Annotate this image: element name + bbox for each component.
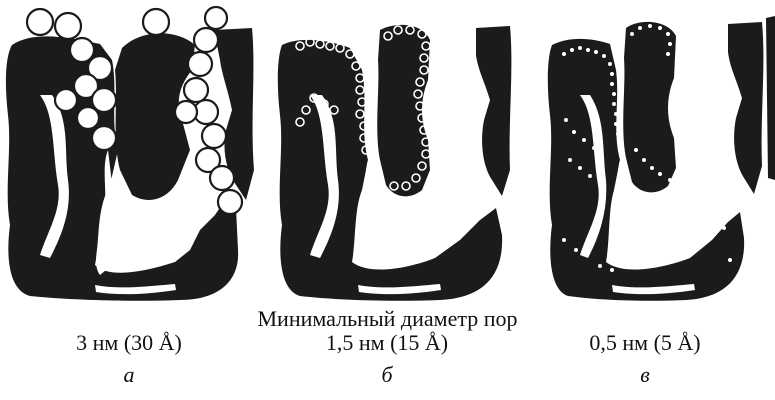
panel-c-structure — [548, 16, 775, 301]
panel-a-size-label: 3 нм (30 Å) — [0, 330, 258, 356]
panel-c-size-label: 0,5 нм (5 Å) — [516, 330, 774, 356]
panel-b-size-label: 1,5 нм (15 Å) — [258, 330, 516, 356]
panel-a-caption: 3 нм (30 Å) а — [0, 330, 258, 388]
panel-b-structure — [278, 25, 512, 301]
figure-caption: Минимальный диаметр пор — [0, 306, 775, 332]
panel-b-letter: б — [258, 362, 516, 388]
panel-c-letter: в — [516, 362, 774, 388]
panel-a-letter: а — [0, 362, 258, 388]
panel-c-caption: 0,5 нм (5 Å) в — [516, 330, 774, 388]
panel-b-caption: 1,5 нм (15 Å) б — [258, 330, 516, 388]
panel-a-structure — [6, 7, 254, 301]
